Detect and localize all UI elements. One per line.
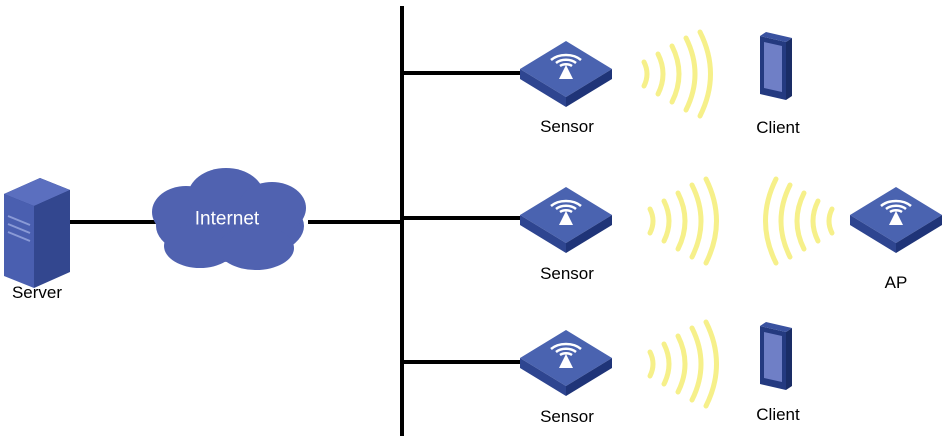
wireless-sensor-icon (518, 328, 614, 398)
client-1-label: Client (756, 118, 800, 137)
wireless-sensor-icon (518, 39, 614, 109)
tablet-client-icon (760, 322, 792, 390)
wireless-signal-icon (644, 32, 711, 116)
wireless-sensor-icon (518, 185, 614, 255)
client-2-label: Client (756, 405, 800, 424)
server-tower-icon (4, 178, 70, 288)
sensor-2-label: Sensor (540, 264, 594, 283)
wireless-signal-icon (650, 322, 717, 406)
internet-label: Internet (194, 208, 260, 230)
sensor-1-label: Sensor (540, 117, 594, 136)
wireless-signal-icon (766, 179, 833, 263)
sensor-3-label: Sensor (540, 407, 594, 426)
access-point-icon (848, 185, 944, 255)
server-label: Server (11, 283, 63, 302)
wireless-signal-icon (650, 179, 717, 263)
cloud-icon (152, 168, 306, 270)
ap-label: AP (884, 273, 908, 292)
tablet-client-icon (760, 32, 792, 100)
network-links (70, 6, 522, 436)
